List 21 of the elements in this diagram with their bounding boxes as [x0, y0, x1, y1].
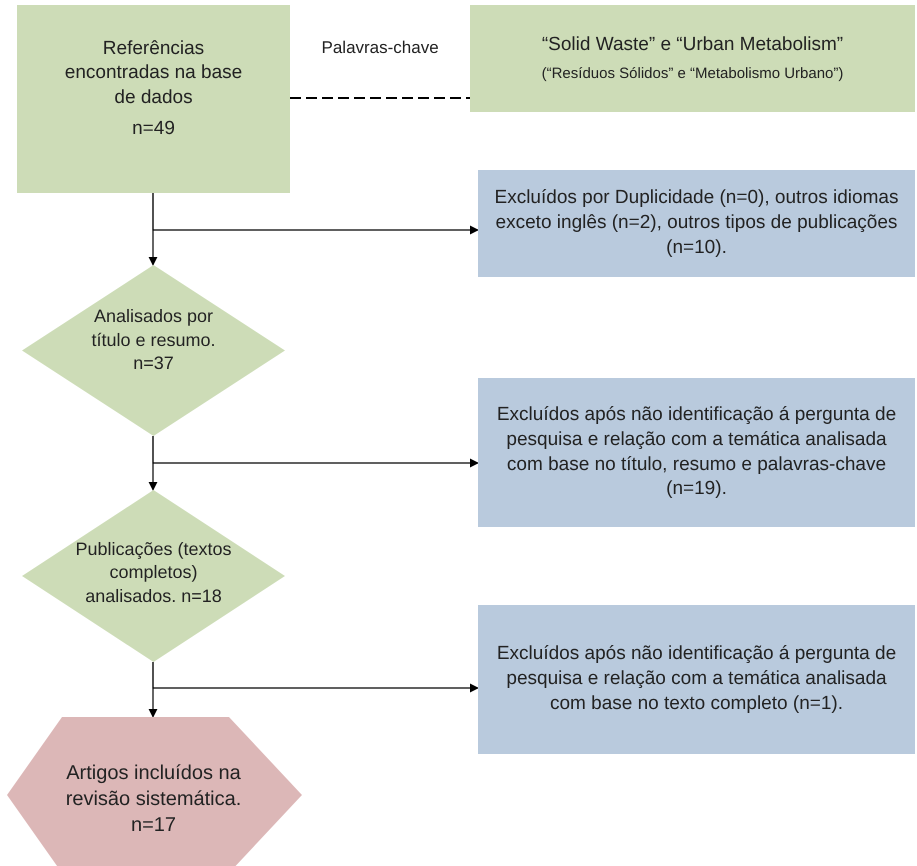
- exclusion-box: [478, 605, 915, 754]
- arrow: [152, 436, 479, 468]
- count-text: n=49: [132, 116, 175, 141]
- node-text: Excluídos por Duplicidade (n=0), outros idiomas exceto inglês (n=2), outros tipos de publicações (n=10).: [494, 186, 900, 260]
- dashed-connector: [290, 97, 470, 99]
- node-text: “Solid Waste” e “Urban Metabolism”: [542, 33, 844, 58]
- keyword-box: [470, 5, 915, 112]
- exclusion-box: [478, 378, 915, 527]
- node-text: Excluídos após não identificação á pergunta de pesquisa e relação com a temática analisada com base no título, resumo e palavras-chave (n=19).: [496, 403, 898, 502]
- node-text: Artigos incluídos na revisão sistemática. n=17: [64, 760, 242, 838]
- node-text: Analisados por título e resumo. n=37: [90, 305, 217, 376]
- translation-text: (“Resíduos Sólidos” e “Metabolismo Urbano”): [542, 64, 844, 84]
- process-box: [17, 5, 290, 193]
- exclusion-box: [478, 170, 915, 277]
- decision-diamond: [22, 490, 285, 662]
- node-text: Publicações (textos completos) analisados. n=18: [74, 538, 233, 608]
- result-hexagon: [5, 717, 302, 866]
- arrow: [152, 193, 479, 234]
- decision-diamond: [22, 265, 285, 436]
- arrow: [152, 662, 479, 692]
- node-text: Excluídos após não identificação á pergunta de pesquisa e relação com a temática analisada com base no texto completo (n=1).: [496, 642, 898, 716]
